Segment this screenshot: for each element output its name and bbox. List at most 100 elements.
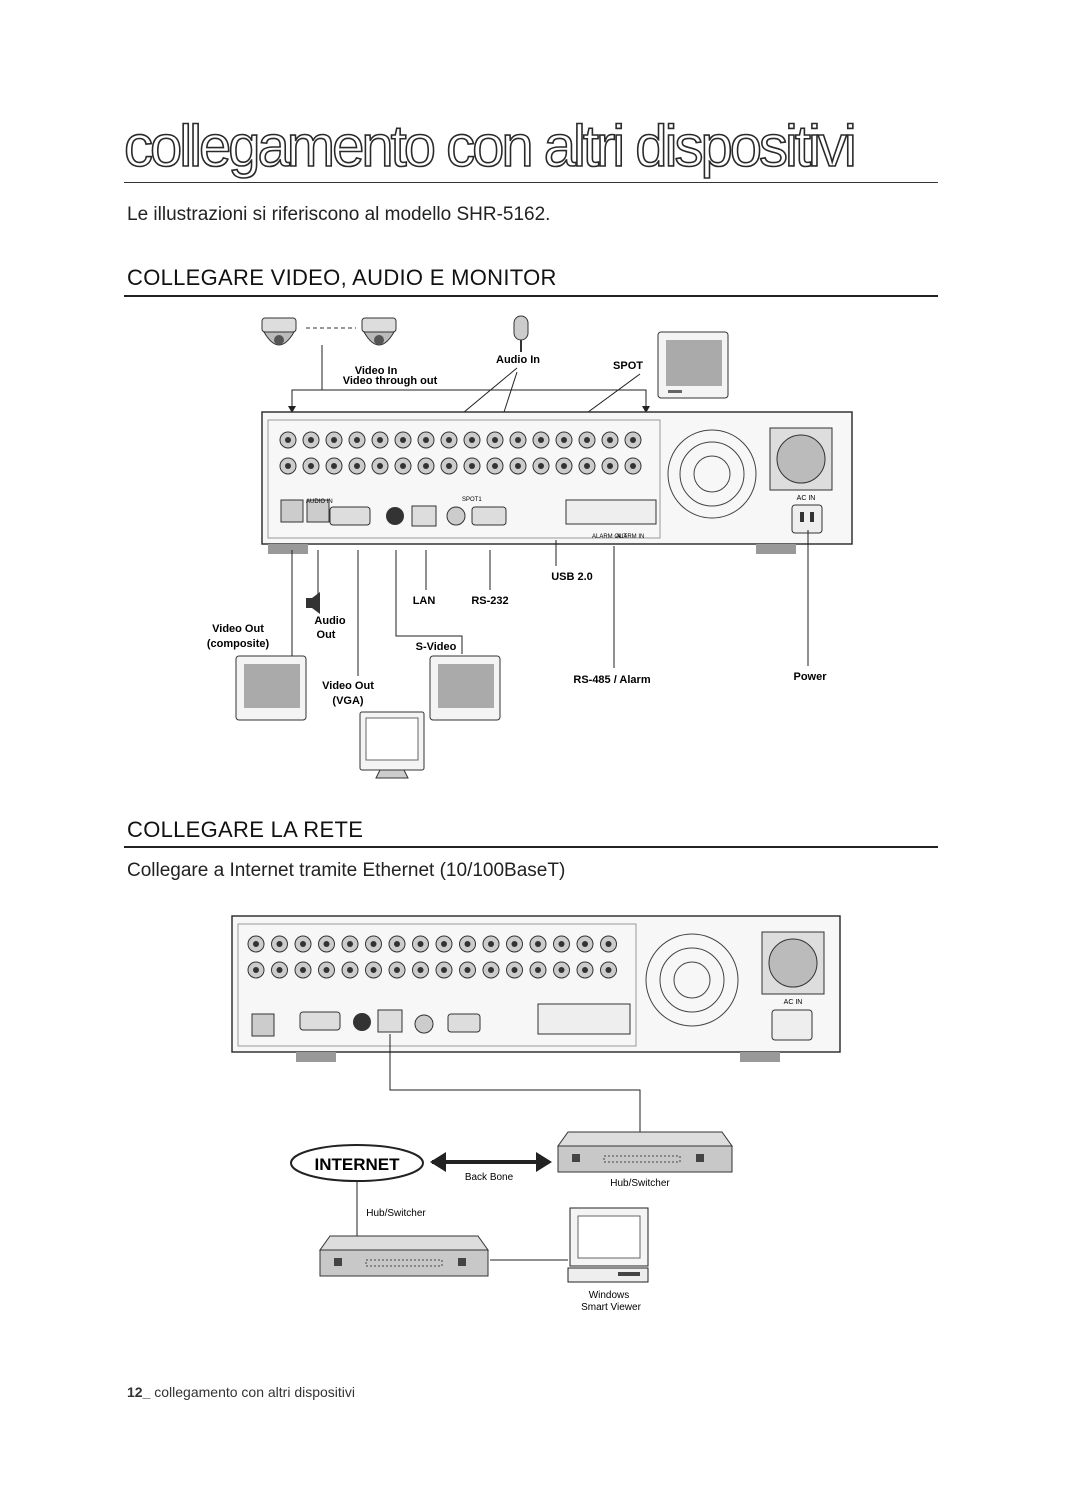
bnc-connector-pin bbox=[423, 437, 429, 443]
bnc-connector-pin bbox=[446, 437, 452, 443]
bnc-connector-pin bbox=[464, 967, 471, 973]
bnc-connector-pin bbox=[515, 437, 521, 443]
label-lan: LAN bbox=[413, 595, 436, 607]
bnc-connector-pin bbox=[558, 941, 565, 947]
bnc-connector-pin bbox=[607, 437, 613, 443]
bnc-connector-pin bbox=[331, 463, 337, 469]
bnc-connector-pin bbox=[400, 437, 406, 443]
bnc-connector-pin bbox=[492, 437, 498, 443]
bnc-connector-pin bbox=[561, 437, 567, 443]
label-audio-out-1: Audio bbox=[314, 615, 345, 627]
label-spot: SPOT bbox=[613, 360, 643, 372]
bnc-connector-pin bbox=[605, 941, 612, 947]
camera-icon bbox=[361, 317, 397, 346]
label-rs232: RS-232 bbox=[471, 595, 508, 607]
label-rs485: RS-485 / Alarm bbox=[573, 674, 650, 686]
bnc-connector-pin bbox=[584, 437, 590, 443]
label-ac-in: AC IN bbox=[797, 495, 816, 502]
bnc-connector-pin bbox=[323, 941, 330, 947]
dvr-rear-panel-network: AC IN bbox=[231, 915, 841, 1062]
section-heading-network: COLLEGARE LA RETE bbox=[127, 817, 364, 842]
label-video-out-1: Video Out bbox=[212, 623, 264, 635]
bnc-connector-pin bbox=[511, 941, 518, 947]
label-alarm-out: ALARM OUT bbox=[592, 534, 627, 540]
bnc-connector-pin bbox=[347, 967, 353, 973]
vga-monitor-icon bbox=[359, 711, 425, 779]
bnc-connector-pin bbox=[377, 437, 383, 443]
label-backbone: Back Bone bbox=[465, 1172, 514, 1183]
bnc-connector-pin bbox=[370, 967, 377, 973]
bnc-connector-pin bbox=[441, 967, 447, 973]
page-number: 12_ bbox=[127, 1384, 151, 1400]
label-hub-right: Hub/Switcher bbox=[610, 1178, 670, 1189]
label-video-out-vga-2: (VGA) bbox=[332, 695, 364, 707]
bnc-connector-pin bbox=[582, 967, 588, 973]
label-hub-left: Hub/Switcher bbox=[366, 1208, 426, 1219]
bnc-connector-pin bbox=[441, 941, 447, 947]
hub-switcher-icon bbox=[557, 1131, 733, 1173]
bnc-connector-pin bbox=[253, 941, 259, 947]
bnc-connector-pin bbox=[253, 967, 259, 973]
label-power: Power bbox=[793, 671, 827, 683]
bnc-connector-pin bbox=[469, 463, 475, 469]
label-internet: INTERNET bbox=[315, 1155, 401, 1174]
bnc-connector-pin bbox=[377, 463, 383, 469]
network-subtitle: Collegare a Internet tramite Ethernet (1… bbox=[127, 860, 566, 881]
bnc-connector-pin bbox=[446, 463, 452, 469]
bnc-connector-pin bbox=[300, 941, 306, 947]
bnc-connector-pin bbox=[558, 967, 565, 973]
label-video-through: Video through out bbox=[343, 375, 438, 387]
internet-cloud: INTERNET bbox=[290, 1144, 424, 1182]
bnc-connector-pin bbox=[300, 967, 306, 973]
bnc-connector-pin bbox=[276, 941, 283, 947]
bnc-connector-pin bbox=[469, 437, 475, 443]
footer-text: collegamento con altri dispositivi bbox=[150, 1384, 356, 1400]
bnc-connector-pin bbox=[308, 463, 314, 469]
label-ac-in-network: AC IN bbox=[784, 999, 803, 1006]
bnc-connector-pin bbox=[276, 967, 283, 973]
bnc-connector-pin bbox=[347, 941, 353, 947]
svideo-monitor-icon bbox=[429, 655, 501, 721]
bnc-connector-pin bbox=[323, 967, 330, 973]
footer: 12_ collegamento con altri dispositivi bbox=[127, 1384, 355, 1400]
bnc-connector-pin bbox=[605, 967, 612, 973]
speaker-icon bbox=[306, 592, 320, 614]
bnc-connector-pin bbox=[535, 941, 541, 947]
bnc-connector-pin bbox=[354, 437, 360, 443]
bnc-connector-pin bbox=[331, 437, 337, 443]
bnc-connector-pin bbox=[370, 941, 377, 947]
page-title: collegamento con altri dispositivi bbox=[123, 114, 857, 179]
bnc-connector-pin bbox=[464, 941, 471, 947]
microphone-icon bbox=[513, 315, 529, 352]
bnc-connector-pin bbox=[535, 967, 541, 973]
bnc-connector-pin bbox=[488, 967, 494, 973]
bnc-connector-pin bbox=[492, 463, 498, 469]
bnc-connector-pin bbox=[308, 437, 314, 443]
bnc-connector-pin bbox=[488, 941, 494, 947]
bnc-connector-pin bbox=[561, 463, 567, 469]
title-rule bbox=[124, 182, 938, 183]
label-video-out-2: (composite) bbox=[207, 638, 270, 650]
bnc-connector-pin bbox=[394, 967, 400, 973]
bnc-connector-pin bbox=[511, 967, 518, 973]
bnc-connector-pin bbox=[607, 463, 613, 469]
spot-monitor-icon bbox=[657, 331, 729, 399]
label-windows: Windows bbox=[589, 1290, 630, 1301]
composite-monitor-icon bbox=[235, 655, 307, 721]
bnc-connector-pin bbox=[423, 463, 429, 469]
pc-monitor-icon bbox=[567, 1207, 649, 1283]
bnc-connector-pin bbox=[538, 437, 544, 443]
bnc-connector-pin bbox=[538, 463, 544, 469]
label-audio-in-panel: AUDIO IN bbox=[306, 499, 333, 505]
bnc-connector-pin bbox=[400, 463, 406, 469]
label-video-in: Video In bbox=[355, 365, 398, 377]
hub-switcher-icon bbox=[319, 1235, 489, 1277]
label-video-out-vga-1: Video Out bbox=[322, 680, 374, 692]
bnc-connector-pin bbox=[285, 463, 291, 469]
camera-icon bbox=[261, 317, 297, 346]
section-heading-video: COLLEGARE VIDEO, AUDIO E MONITOR bbox=[127, 265, 557, 290]
bnc-connector-pin bbox=[354, 463, 360, 469]
bnc-connector-pin bbox=[394, 941, 400, 947]
bnc-connector-pin bbox=[582, 941, 588, 947]
